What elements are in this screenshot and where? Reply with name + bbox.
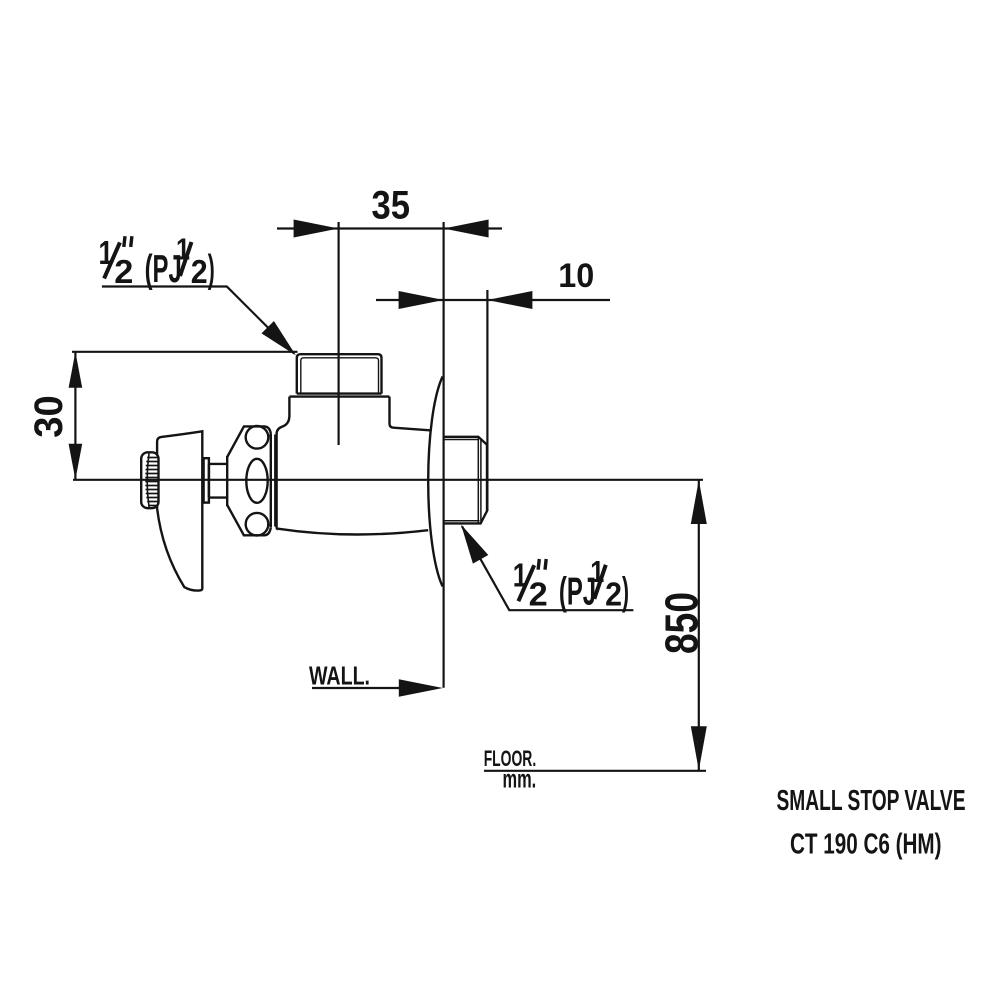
svg-text:mm.: mm. bbox=[503, 764, 537, 794]
svg-text:10: 10 bbox=[558, 257, 594, 295]
svg-text:(PJ: (PJ bbox=[145, 248, 182, 291]
svg-text:CT 190 C6 (HM): CT 190 C6 (HM) bbox=[790, 829, 942, 861]
svg-text:2: 2 bbox=[191, 253, 208, 290]
svg-text:30: 30 bbox=[27, 395, 71, 437]
svg-text:35: 35 bbox=[372, 183, 411, 227]
svg-text:WALL.: WALL. bbox=[309, 661, 370, 691]
svg-text:SMALL STOP VALVE: SMALL STOP VALVE bbox=[777, 785, 966, 817]
svg-text:850: 850 bbox=[656, 592, 708, 654]
svg-text:2: 2 bbox=[114, 253, 133, 290]
svg-text:FLOOR.: FLOOR. bbox=[484, 746, 537, 771]
svg-text:): ) bbox=[208, 248, 215, 291]
